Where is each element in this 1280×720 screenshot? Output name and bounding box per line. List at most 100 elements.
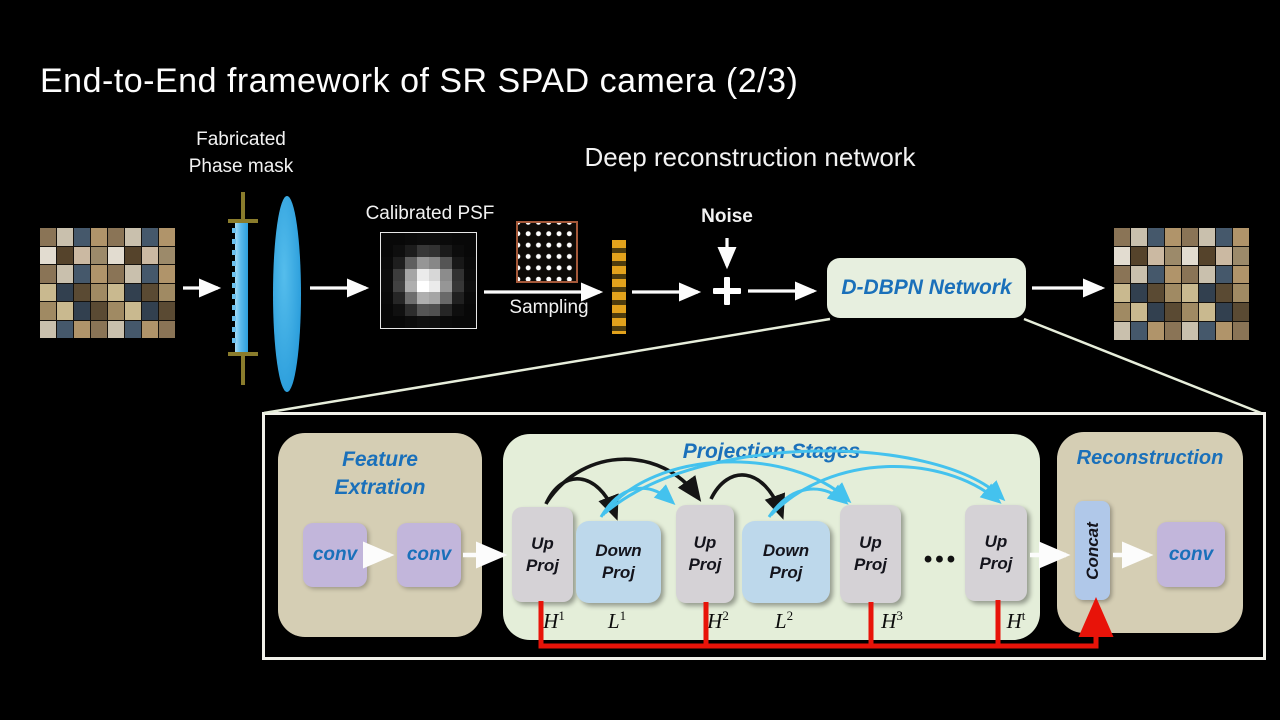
collage-cell	[1114, 228, 1130, 246]
collage-cell	[1165, 303, 1181, 322]
collage-cell	[1182, 303, 1198, 322]
phase-mask	[232, 223, 248, 353]
collage-cell	[142, 246, 158, 264]
collage-cell	[1165, 265, 1181, 284]
collage-cell	[1131, 246, 1147, 265]
phase-mask-mount-top-bar	[228, 219, 258, 223]
collage-cell	[1165, 284, 1181, 303]
up-proj-3-line1: Up	[859, 533, 882, 552]
psf-pixel	[452, 292, 465, 305]
collage-cell	[40, 228, 56, 246]
psf-pixel	[381, 292, 393, 305]
up-proj-1-line2: Proj	[525, 555, 560, 575]
psf-pixel	[404, 233, 417, 245]
psf-pixel	[440, 304, 453, 317]
collage-cell	[1233, 265, 1249, 284]
collage-cell	[1182, 265, 1198, 284]
collage-cell	[91, 283, 107, 301]
feature-title-line1: Feature	[342, 448, 418, 471]
phase-mask-mount-bottom-post	[241, 355, 245, 385]
collage-cell	[1199, 228, 1215, 246]
collage-cell	[108, 283, 124, 301]
collage-cell	[1216, 322, 1232, 340]
psf-pixel	[464, 256, 476, 269]
psf-pixel	[440, 292, 453, 305]
collage-cell	[142, 228, 158, 246]
collage-cell	[142, 302, 158, 320]
collage-cell	[1233, 284, 1249, 303]
psf-image	[380, 232, 477, 329]
collage-cell	[125, 283, 141, 301]
psf-pixel	[404, 280, 417, 293]
collage-cell	[57, 302, 73, 320]
collage-cell	[1114, 303, 1130, 322]
collage-cell	[1114, 322, 1130, 340]
down-proj-1-line1: Down	[595, 541, 642, 560]
psf-pixel	[392, 233, 405, 245]
conv-block-2: conv	[397, 523, 461, 587]
psf-pixel	[464, 233, 476, 245]
collage-cell	[1216, 246, 1232, 265]
collage-cell	[1148, 284, 1164, 303]
collage-cell	[1216, 228, 1232, 246]
ellipsis-dots: •••	[923, 546, 959, 573]
psf-pixel	[428, 268, 441, 281]
collage-cell	[125, 246, 141, 264]
collage-cell	[1199, 303, 1215, 322]
collage-cell	[40, 265, 56, 283]
collage-cell	[1233, 228, 1249, 246]
psf-pixel	[452, 256, 465, 269]
collage-cell	[40, 246, 56, 264]
down-proj-2-line1: Down	[762, 541, 810, 560]
down-proj-block-2: Down Proj	[742, 521, 830, 603]
psf-pixel	[464, 244, 476, 257]
psf-pixel	[440, 233, 453, 245]
up-proj-t-line2: Proj	[979, 554, 1013, 573]
psf-pixel	[440, 316, 453, 328]
conv-block-3: conv	[1157, 522, 1225, 587]
conv-block-1: conv	[303, 523, 367, 587]
collage-cell	[108, 228, 124, 246]
collage-cell	[1131, 265, 1147, 284]
up-proj-2-line1: Up	[693, 533, 717, 552]
up-proj-1-line1: Up	[531, 533, 554, 553]
collage-cell	[1199, 284, 1215, 303]
collage-cell	[1233, 246, 1249, 265]
psf-pixel	[381, 304, 393, 317]
down-proj-1-line2: Proj	[601, 563, 636, 582]
collage-cell	[91, 265, 107, 283]
collage-cell	[159, 246, 175, 264]
collage-cell	[142, 265, 158, 283]
collage-cell	[1114, 265, 1130, 284]
collage-cell	[1199, 265, 1215, 284]
conv-block-1-label: conv	[312, 544, 358, 565]
psf-pixel	[392, 304, 405, 317]
conv-block-2-label: conv	[406, 544, 452, 565]
collage-cell	[91, 228, 107, 246]
psf-pixel	[416, 233, 429, 245]
psf-pixel	[452, 304, 465, 317]
ddbpn-network-label: D-DBPN Network	[841, 276, 1012, 299]
sampling-label: Sampling	[509, 297, 589, 318]
psf-pixel	[392, 316, 405, 328]
collage-cell	[1131, 303, 1147, 322]
collage-cell	[57, 228, 73, 246]
collage-cell	[1182, 228, 1198, 246]
collage-cell	[1182, 322, 1198, 340]
psf-pixel	[464, 304, 476, 317]
psf-pixel	[452, 316, 465, 328]
down-proj-block-1: Down Proj	[576, 521, 661, 603]
psf-pixel	[381, 256, 393, 269]
callout-line-left	[263, 317, 831, 415]
collage-cell	[159, 228, 175, 246]
collage-cell	[91, 302, 107, 320]
psf-pixel	[428, 316, 441, 328]
psf-pixel	[392, 292, 405, 305]
collage-cell	[57, 283, 73, 301]
psf-pixel	[464, 268, 476, 281]
psf-pixel	[416, 292, 429, 305]
psf-pixel	[392, 244, 405, 257]
collage-cell	[40, 302, 56, 320]
spad-sensor-bar	[612, 240, 626, 334]
collage-cell	[108, 302, 124, 320]
